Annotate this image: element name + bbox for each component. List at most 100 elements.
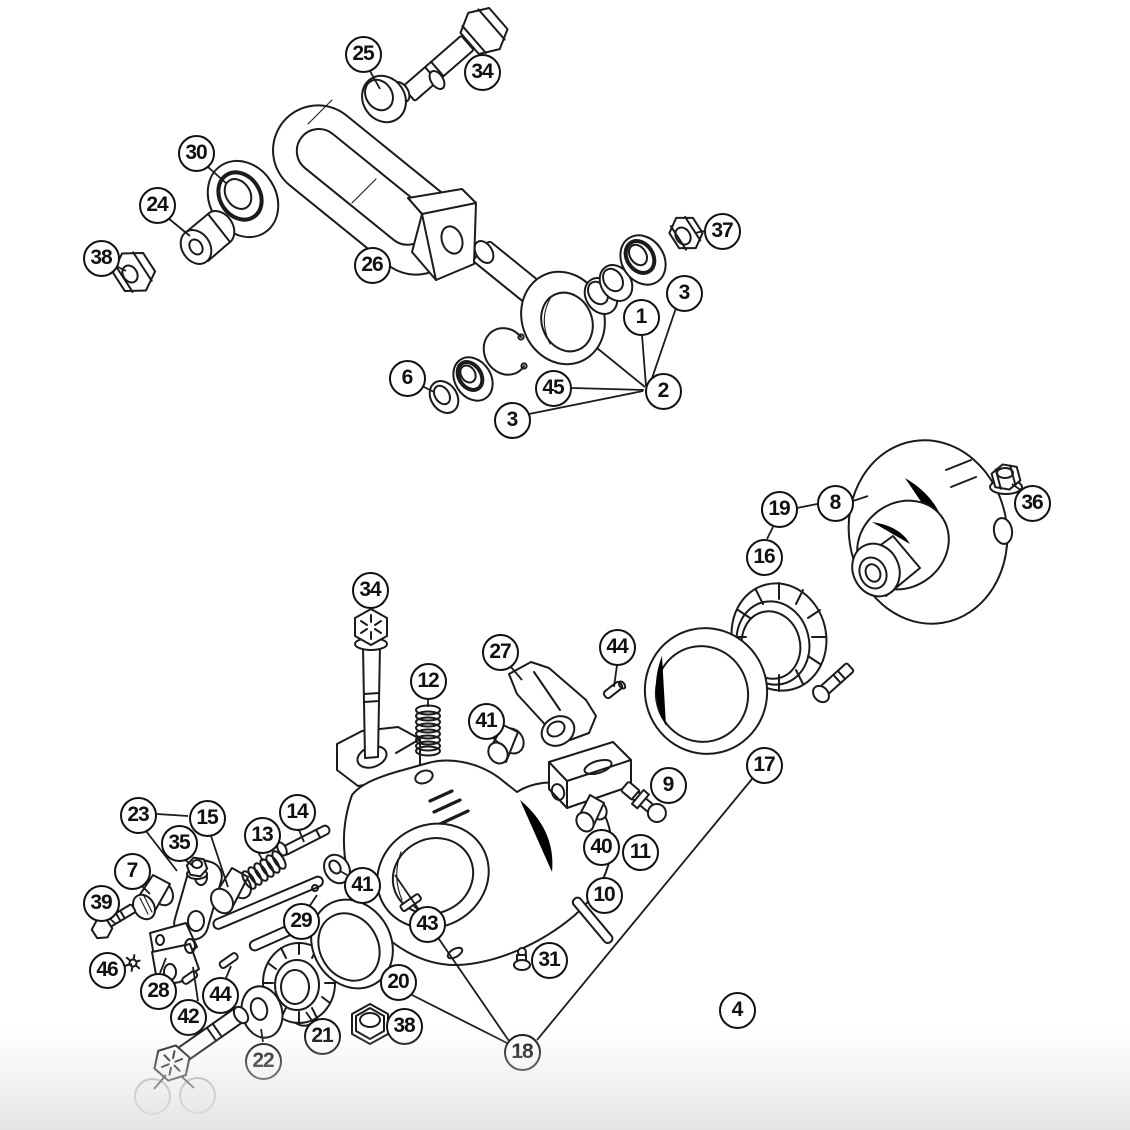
leader-line: [339, 870, 348, 876]
callout-42: 42: [169, 998, 207, 1036]
callout-17: 17: [745, 746, 783, 784]
callout-20: 20: [379, 963, 417, 1001]
callout-38: 38: [385, 1007, 423, 1045]
bushing-7: [132, 874, 174, 921]
leader-line: [180, 1075, 195, 1089]
roll-pin-44-right: [602, 680, 627, 700]
callout-34: 34: [351, 571, 389, 609]
spacer-washer-25: [361, 74, 407, 124]
snap-ring-45: [482, 327, 528, 376]
callout-1: 1: [622, 298, 660, 336]
leader-line: [510, 666, 523, 681]
lock-nut-37: [668, 215, 704, 251]
small-bolt: [812, 662, 855, 704]
callout-9: 9: [649, 766, 687, 804]
callout-31: 31: [530, 941, 568, 979]
callout-25: 25: [344, 35, 382, 73]
leader-line: [694, 230, 705, 234]
leader-line: [596, 347, 646, 388]
callout-12: 12: [409, 662, 447, 700]
leader-line: [257, 851, 264, 862]
callout-16: 16: [745, 538, 783, 576]
leader-line: [153, 1074, 167, 1090]
leader-line: [167, 217, 191, 237]
leader-line: [192, 966, 199, 1002]
callout-37: 37: [703, 212, 741, 250]
callout-26: 26: [353, 246, 391, 284]
leader-line: [571, 387, 645, 391]
lever-27: [508, 661, 597, 747]
bushing-24: [179, 210, 236, 265]
leader-line: [207, 166, 228, 185]
callout-34: 34: [463, 53, 501, 91]
grease-fitting-31: [513, 947, 531, 971]
callout-27: 27: [481, 633, 519, 671]
callout-6: 6: [388, 359, 426, 397]
callout-15: 15: [188, 799, 226, 837]
callout-4: 4: [718, 991, 756, 1029]
callout-24: 24: [138, 186, 176, 224]
nut-35: [185, 856, 209, 880]
leader-line: [648, 307, 677, 388]
leader-line: [394, 874, 510, 1042]
push-rod: [212, 875, 324, 930]
hex-bolt-34-mid: [354, 608, 388, 759]
leader-line: [210, 835, 229, 888]
callout-21: 21: [303, 1017, 341, 1055]
leader-line: [766, 526, 774, 540]
drive-disc-8: [847, 439, 1014, 625]
callout-7: 7: [113, 852, 151, 890]
key-10: [571, 896, 614, 945]
stud-14: [276, 824, 331, 857]
leader-line: [369, 70, 381, 90]
callout-44: 44: [598, 628, 636, 666]
leader-line: [528, 390, 644, 415]
callout-19: 19: [760, 490, 798, 528]
callout-22: 22: [244, 1042, 282, 1080]
callout-36: 36: [1013, 484, 1051, 522]
leader-line: [613, 664, 618, 688]
leader-line: [156, 813, 189, 817]
callout-38: 38: [82, 239, 120, 277]
callout-13: 13: [243, 816, 281, 854]
callout-3: 3: [493, 401, 531, 439]
callout-40: 40: [582, 828, 620, 866]
leader-line: [411, 994, 508, 1044]
washer-6: [428, 380, 460, 414]
callout-43: 43: [408, 905, 446, 943]
callout-10: 10: [585, 876, 623, 914]
ball-bearing-3: [452, 356, 494, 402]
callout-41: 41: [343, 866, 381, 904]
callout-14: 14: [278, 793, 316, 831]
hex-bolt-34-top: [391, 6, 509, 103]
adjuster-bolt-9: [620, 781, 667, 823]
leader-line: [641, 334, 647, 387]
callout-11: 11: [621, 833, 659, 871]
bushing-15: [210, 867, 252, 915]
hex-nut-38-left: [111, 251, 157, 293]
callout-45: 45: [534, 369, 572, 407]
bushing-40: [575, 794, 608, 833]
pin-44-left: [218, 952, 239, 970]
leader-line: [145, 830, 178, 872]
callout-35: 35: [160, 824, 198, 862]
anchor-block: [548, 741, 632, 809]
seal-ring: [643, 627, 769, 755]
callout-41: 41: [467, 702, 505, 740]
washer-41-left: [323, 853, 351, 885]
flange-nut-36: [989, 463, 1023, 495]
leader-line: [159, 957, 167, 974]
leader-line: [298, 829, 305, 843]
strap-link-26: [272, 99, 477, 281]
spring-12: [415, 704, 441, 757]
ball-bearing-1: [619, 234, 667, 286]
callout-8: 8: [816, 484, 854, 522]
leader-line: [260, 1028, 264, 1043]
bearing-cup-29: [310, 898, 394, 990]
leader-line: [796, 503, 818, 509]
leader-line: [421, 385, 435, 393]
callout-18: 18: [503, 1033, 541, 1071]
